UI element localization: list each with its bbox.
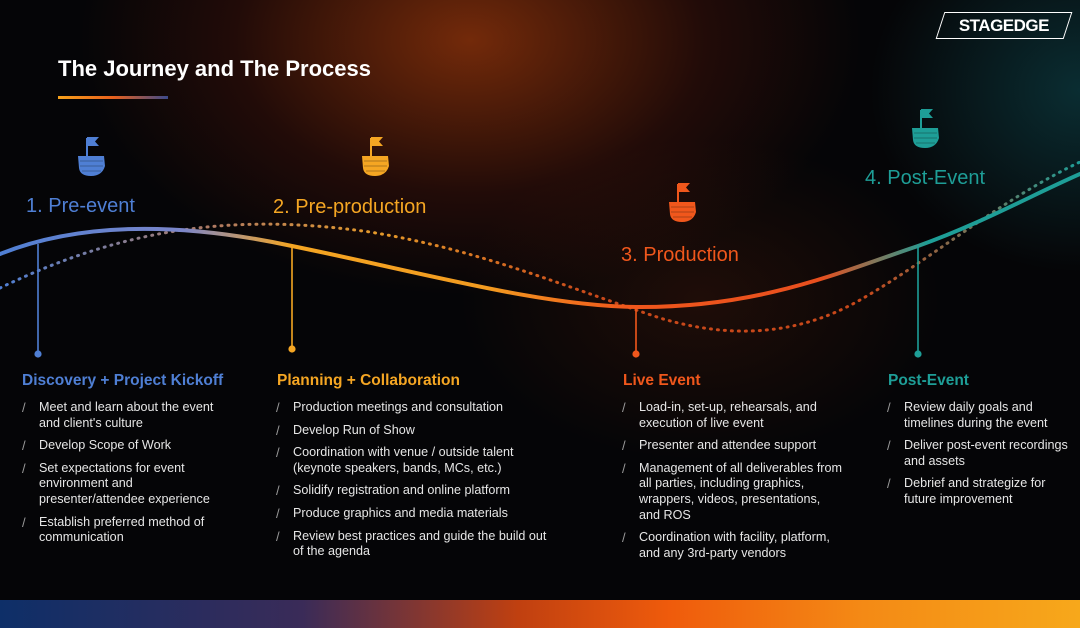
column-heading-discovery: Discovery + Project Kickoff — [22, 372, 224, 389]
production-bullet-list: Load-in, set-up, rehearsals, and executi… — [622, 400, 844, 568]
connector-dot-pre-production — [288, 345, 296, 353]
stage-label-pre-production: 2. Pre-production — [273, 196, 427, 218]
column-heading-post-event: Post-Event — [888, 372, 969, 389]
list-item: Deliver post-event recordings and assets — [887, 438, 1069, 469]
list-item: Production meetings and consultation — [276, 400, 558, 416]
pre-production-bullet-list: Production meetings and consultation Dev… — [276, 400, 558, 567]
list-item: Coordination with facility, platform, an… — [622, 530, 844, 561]
bottom-gradient-bar — [0, 600, 1080, 628]
list-item: Develop Run of Show — [276, 423, 558, 439]
connector-dot-pre-event — [34, 350, 42, 358]
pre-event-bullet-list: Meet and learn about the event and clien… — [22, 400, 222, 553]
list-item: Set expectations for event environment a… — [22, 461, 222, 508]
stage-label-pre-event: 1. Pre-event — [26, 195, 135, 217]
column-heading-live-event: Live Event — [623, 372, 701, 389]
list-item: Presenter and attendee support — [622, 438, 844, 454]
list-item: Solidify registration and online platfor… — [276, 483, 558, 499]
connector-dot-production — [632, 350, 640, 358]
hand-flag-icon — [669, 183, 696, 222]
post-event-bullet-list: Review daily goals and timelines during … — [887, 400, 1069, 515]
stage-label-post-event: 4. Post-Event — [865, 167, 986, 189]
stage-label-production: 3. Production — [621, 244, 739, 266]
hand-flag-icon — [912, 109, 939, 148]
list-item: Coordination with venue / outside talent… — [276, 445, 558, 476]
page-title: The Journey and The Process — [58, 56, 371, 81]
title-underline — [58, 96, 168, 99]
hand-flag-icon — [362, 137, 389, 176]
list-item: Review best practices and guide the buil… — [276, 529, 558, 560]
list-item: Review daily goals and timelines during … — [887, 400, 1069, 431]
list-item: Load-in, set-up, rehearsals, and executi… — [622, 400, 844, 431]
connector-dot-post-event — [914, 350, 922, 358]
hand-flag-icon — [78, 137, 105, 176]
solid-wave — [0, 172, 1080, 310]
list-item: Debrief and strategize for future improv… — [887, 476, 1069, 507]
list-item: Establish preferred method of communicat… — [22, 515, 222, 546]
list-item: Meet and learn about the event and clien… — [22, 400, 222, 431]
column-heading-planning: Planning + Collaboration — [277, 372, 460, 389]
list-item: Management of all deliverables from all … — [622, 461, 844, 523]
dotted-wave — [0, 160, 1080, 333]
list-item: Produce graphics and media materials — [276, 506, 558, 522]
list-item: Develop Scope of Work — [22, 438, 222, 454]
